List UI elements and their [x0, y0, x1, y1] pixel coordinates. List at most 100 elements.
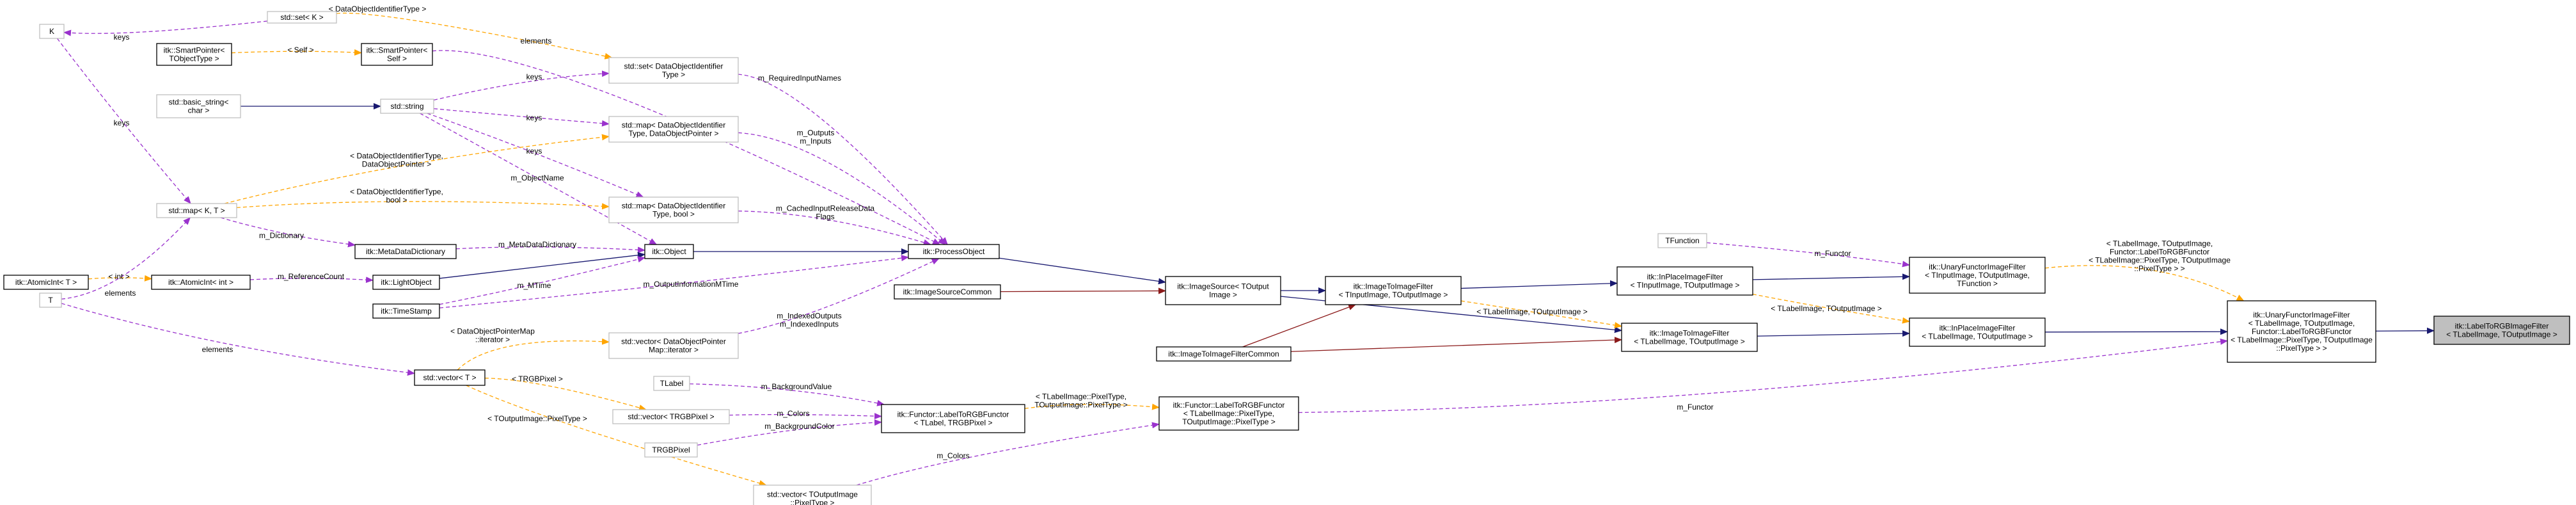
class-node-t[interactable]: T — [39, 293, 62, 308]
class-node-basic-string[interactable]: std::basic_string<char > — [156, 94, 241, 118]
class-box[interactable] — [380, 99, 434, 114]
edge-label: keys — [526, 113, 542, 122]
class-box[interactable] — [39, 24, 65, 39]
edge-i2-i-i2-ilabel: < TLabelImage, TOutputImage > — [1460, 300, 1622, 328]
class-box[interactable] — [414, 369, 486, 386]
class-node-image-to-image-filter-in[interactable]: itk::ImageToImageFilter< TInputImage, TO… — [1325, 276, 1462, 305]
class-node-in-place-label[interactable]: itk::InPlaceImageFilter< TLabelImage, TO… — [1909, 317, 2046, 347]
class-node-trgbpixel[interactable]: TRGBPixel — [644, 442, 698, 458]
class-node-vector-t[interactable]: std::vector< T > — [414, 369, 486, 386]
class-box[interactable] — [1909, 317, 2046, 347]
class-label: TFunction — [1665, 236, 1699, 245]
edge-tfunction-unary: m_Functor — [1706, 242, 1910, 268]
class-box[interactable] — [608, 116, 739, 143]
class-label-line: < TInputImage, TOutputImage > — [1339, 291, 1448, 300]
class-box[interactable] — [354, 244, 457, 259]
edge-label-line: m_IndexedInputs — [780, 320, 839, 329]
class-node-functor-tlabel[interactable]: itk::Functor::LabelToRGBFunctor< TLabel,… — [881, 404, 1025, 433]
class-node-process-object[interactable]: itk::ProcessObject — [908, 244, 1000, 259]
class-node-label-to-rgbimage-filter[interactable]: itk::LabelToRGBImageFilter< TLabelImage,… — [2433, 316, 2570, 345]
class-node-object[interactable]: itk::Object — [644, 244, 694, 259]
class-node-image-to-image-filter-common[interactable]: itk::ImageToImageFilterCommon — [1156, 346, 1292, 362]
class-box[interactable] — [1657, 233, 1707, 248]
edge-line — [466, 385, 767, 486]
class-box[interactable] — [361, 43, 433, 66]
class-node-image-source-common[interactable]: itk::ImageSourceCommon — [894, 284, 1001, 300]
class-box[interactable] — [156, 94, 241, 118]
class-node-tfunction[interactable]: TFunction — [1657, 233, 1707, 248]
class-box[interactable] — [156, 203, 237, 218]
class-label-line: itk::ImageToImageFilter — [1354, 282, 1434, 291]
class-box[interactable] — [2227, 300, 2376, 363]
class-node-unary-functor-in[interactable]: itk::UnaryFunctorImageFilter< TInputImag… — [1909, 257, 2046, 294]
class-box[interactable] — [644, 442, 698, 458]
class-box[interactable] — [1616, 266, 1753, 296]
class-node-time-stamp[interactable]: itk::TimeStamp — [372, 303, 440, 319]
class-label-line: itk::ImageToImageFilterCommon — [1168, 349, 1279, 358]
class-node-functor-tlabel-image[interactable]: itk::Functor::LabelToRGBFunctor< TLabelI… — [1158, 396, 1299, 431]
class-box[interactable] — [1165, 276, 1281, 305]
class-box[interactable] — [3, 275, 89, 290]
class-node-atomic-int-int[interactable]: itk::AtomicInt< int > — [151, 275, 251, 290]
class-box[interactable] — [372, 275, 440, 290]
class-box[interactable] — [644, 244, 694, 259]
class-box[interactable] — [1909, 257, 2046, 294]
class-box[interactable] — [156, 43, 232, 66]
class-node-map-k-t[interactable]: std::map< K, T > — [156, 203, 237, 218]
class-box[interactable] — [653, 376, 690, 391]
class-box[interactable] — [608, 332, 739, 359]
class-box[interactable] — [1158, 396, 1299, 431]
class-label-line: itk::Functor::LabelToRGBFunctor — [1173, 401, 1285, 410]
class-box[interactable] — [372, 303, 440, 319]
class-node-vector-toip[interactable]: std::vector< TOutputImage::PixelType > — [753, 485, 872, 505]
class-node-sp-self[interactable]: itk::SmartPointer<Self > — [361, 43, 433, 66]
class-box[interactable] — [908, 244, 1000, 259]
edge-label-line: elements — [105, 289, 136, 298]
edge-line — [1752, 273, 1910, 280]
class-box[interactable] — [1156, 346, 1292, 362]
class-node-image-to-image-filter-label[interactable]: itk::ImageToImageFilter< TLabelImage, TO… — [1621, 323, 1758, 352]
class-node-tlabel[interactable]: TLabel — [653, 376, 690, 391]
edge-line — [439, 255, 909, 309]
class-box[interactable] — [608, 57, 739, 84]
class-label: itk::TimeStamp — [381, 307, 432, 316]
class-box[interactable] — [1325, 276, 1462, 305]
class-box[interactable] — [2433, 316, 2570, 345]
class-node-meta-data-dictionary[interactable]: itk::MetaDataDictionary — [354, 244, 457, 259]
class-box[interactable] — [894, 284, 1001, 300]
class-box[interactable] — [1621, 323, 1758, 352]
class-box[interactable] — [753, 485, 872, 505]
class-box[interactable] — [881, 404, 1025, 433]
class-node-sp-tobject-type[interactable]: itk::SmartPointer<TObjectType > — [156, 43, 232, 66]
class-node-string[interactable]: std::string — [380, 99, 434, 114]
class-box[interactable] — [39, 293, 62, 308]
class-box[interactable] — [151, 275, 251, 290]
edge-vec-t-vec-rgb: < TRGBPixel > — [484, 374, 647, 411]
class-node-in-place-in[interactable]: itk::InPlaceImageFilter< TInputImage, TO… — [1616, 266, 1753, 296]
class-label-line: std::set< DataObjectIdentifier — [624, 62, 723, 71]
class-label: TLabel — [660, 379, 684, 388]
class-node-k[interactable]: K — [39, 24, 65, 39]
class-box[interactable] — [608, 196, 739, 223]
edge-label-line: ::PixelType > > — [2134, 264, 2185, 273]
edge-line — [432, 50, 941, 245]
edge-label: < DataObjectIdentifierType,bool > — [350, 188, 443, 205]
class-node-light-object[interactable]: itk::LightObject — [372, 275, 440, 290]
class-node-vector-trgbpixel[interactable]: std::vector< TRGBPixel > — [612, 409, 730, 424]
class-node-atomic-int-t[interactable]: itk::AtomicInt< T > — [3, 275, 89, 290]
class-label-line: itk::MetaDataDictionary — [366, 247, 445, 256]
class-label-line: std::string — [390, 102, 423, 111]
edge-label: < TLabelImage, TOutputImage > — [1476, 307, 1587, 316]
class-node-unary-functor-label[interactable]: itk::UnaryFunctorImageFilter< TLabelImag… — [2227, 300, 2376, 363]
edge-line — [61, 217, 191, 300]
class-box[interactable] — [612, 409, 730, 424]
class-box[interactable] — [267, 11, 337, 24]
class-node-set-k[interactable]: std::set< K > — [267, 11, 337, 24]
